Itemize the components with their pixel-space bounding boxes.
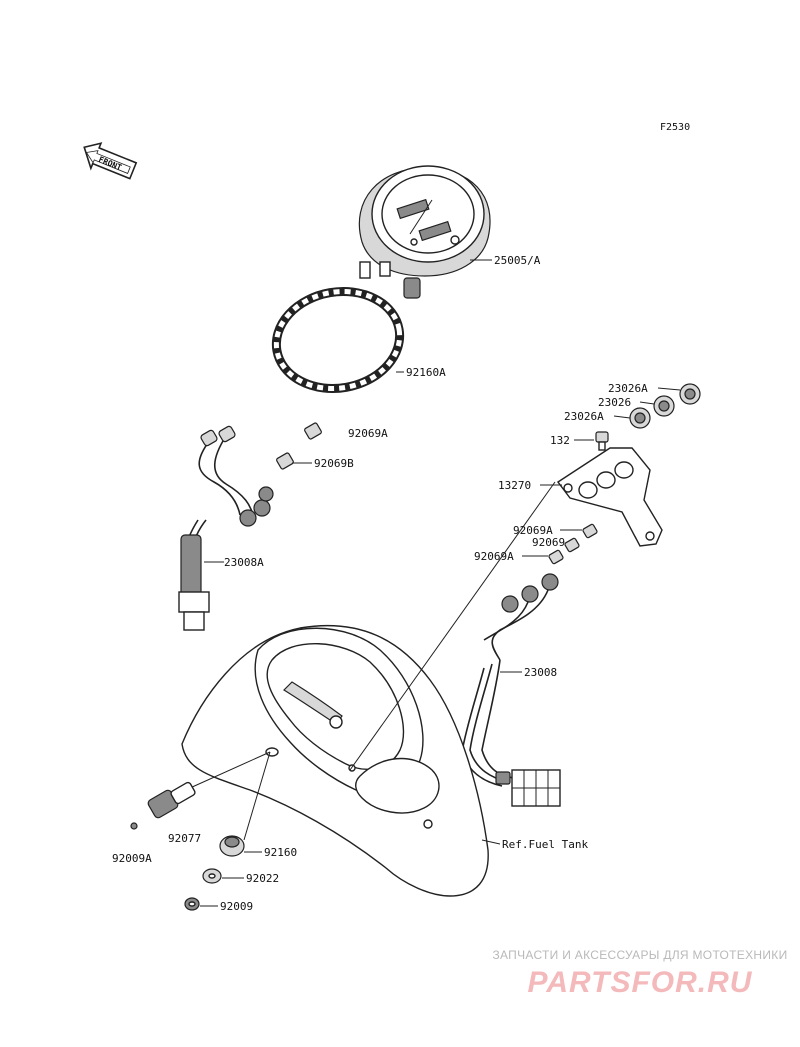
label-132: 132 — [550, 434, 570, 447]
label-92009A: 92009A — [112, 852, 152, 865]
label-92160: 92160 — [264, 846, 297, 859]
leader-ref-fuel-tank — [481, 839, 501, 845]
bolt-132 — [595, 431, 609, 451]
figure-code: F2530 — [660, 122, 690, 133]
grommet-92077 — [147, 781, 196, 819]
front-arrow-icon: FRONT — [83, 142, 138, 180]
lens-cap-23026A-2 — [629, 407, 651, 429]
leader-cover-to-92160 — [243, 751, 271, 841]
bulb-92069B — [276, 452, 294, 470]
meter-harness-23008A — [178, 425, 274, 631]
label-92069B: 92069B — [314, 457, 354, 470]
lens-cap-23026A-1 — [679, 383, 701, 405]
label-92069: 92069 — [532, 536, 565, 549]
label-23008: 23008 — [524, 666, 557, 679]
label-92077: 92077 — [168, 832, 201, 845]
meter-ring — [271, 287, 405, 393]
leader-23026 — [639, 401, 655, 405]
fuel-tank-cover — [181, 624, 489, 897]
indicator-bulbs — [548, 523, 598, 565]
label-23008A: 23008A — [224, 556, 264, 569]
grommet-92160 — [219, 835, 245, 857]
leader-bracket-to-cover — [349, 481, 556, 771]
indicator-harness-23008 — [461, 573, 561, 807]
label-92069A-top: 92069A — [348, 427, 388, 440]
bracket-13270 — [556, 447, 663, 547]
label-92009: 92009 — [220, 900, 253, 913]
screw-92009A — [130, 822, 138, 830]
label-23026A-2: 23026A — [564, 410, 604, 423]
leader-23026A-2 — [613, 415, 631, 419]
lens-cap-23026 — [653, 395, 675, 417]
label-25005: 25005/A — [494, 254, 541, 267]
meter-assembly — [358, 165, 491, 299]
washer-92022 — [202, 868, 222, 884]
label-92022: 92022 — [246, 872, 279, 885]
label-ref-fuel-tank: Ref.Fuel Tank — [502, 838, 588, 851]
watermark-tagline: ЗАПЧАСТИ И АКСЕССУАРЫ ДЛЯ МОТОТЕХНИКИ — [492, 948, 788, 962]
label-23026A-1: 23026A — [608, 382, 648, 395]
label-92160A: 92160A — [406, 366, 446, 379]
label-92069A-low: 92069A — [474, 550, 514, 563]
label-13270: 13270 — [498, 479, 531, 492]
bolt-92009 — [184, 897, 200, 911]
label-23026: 23026 — [598, 396, 631, 409]
bulb-92069A — [304, 422, 322, 440]
leader-cover-to-grommet — [189, 751, 271, 789]
leader-23026A-1 — [657, 387, 681, 391]
watermark-logo: PARTSFOR.RU — [527, 966, 753, 999]
